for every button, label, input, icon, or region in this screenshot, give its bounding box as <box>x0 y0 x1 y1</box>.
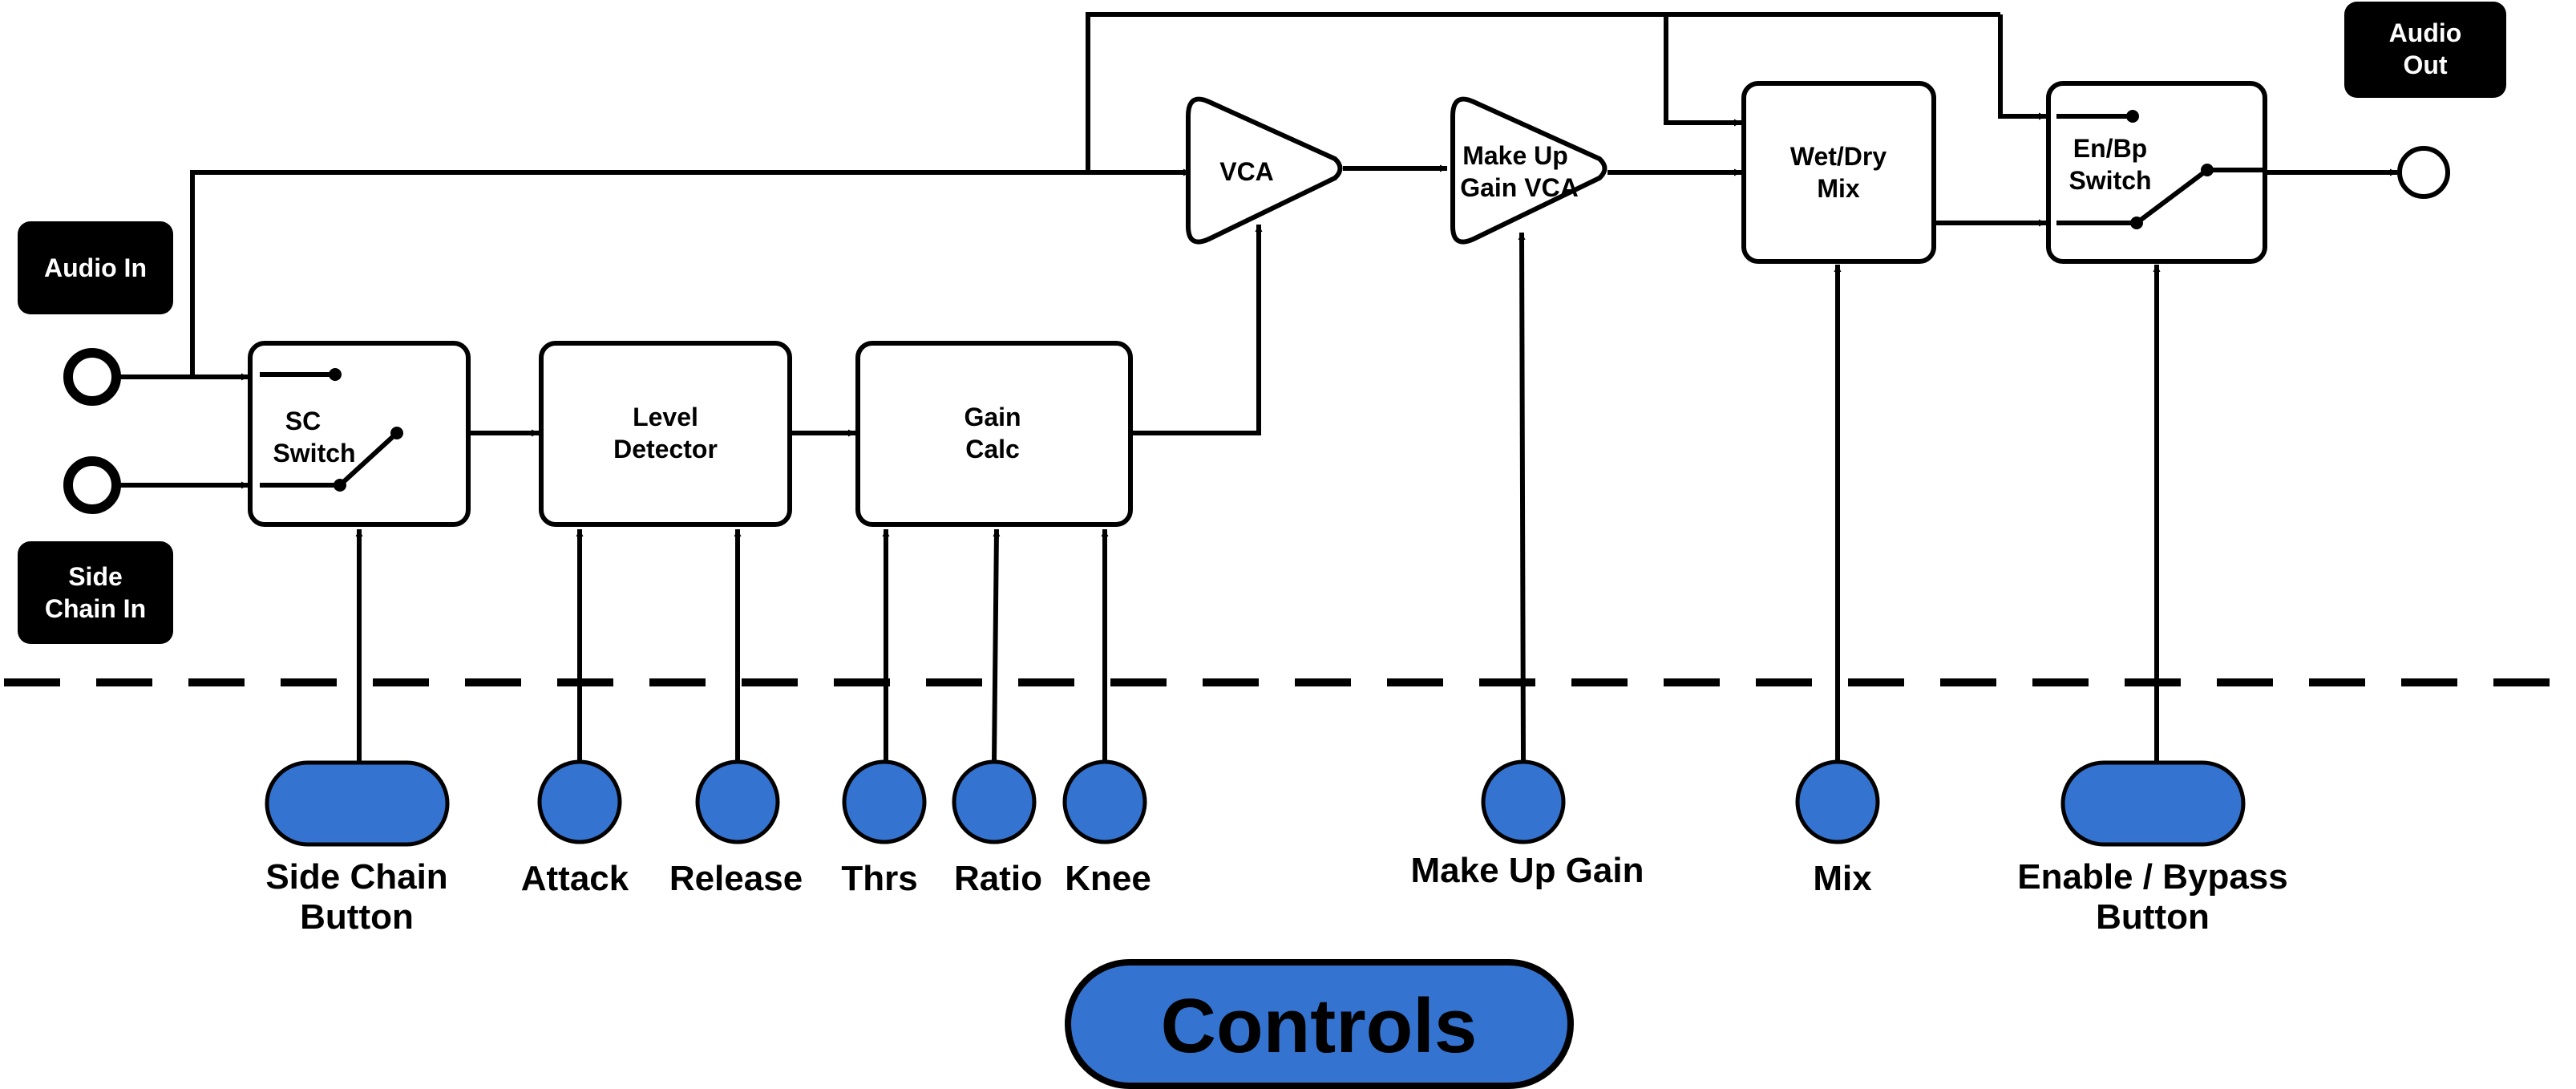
side-chain-in-label-line2: Chain In <box>45 594 146 623</box>
control-wires <box>355 232 2161 763</box>
side-chain-in-label-line1: Side <box>68 562 123 591</box>
side-chain-button-label-line2: Button <box>300 897 414 937</box>
audio-out-jack <box>2397 146 2450 199</box>
wire-dry-to-enbp <box>1998 14 2046 120</box>
makeup-vca-label-line1: Make Up <box>1462 141 1568 170</box>
audio-in-badge: Audio In <box>18 221 173 314</box>
wire-dry-bus <box>1086 12 2000 172</box>
makeup-vca-label-line2: Gain VCA <box>1460 173 1579 202</box>
ratio-label: Ratio <box>954 859 1042 898</box>
make-up-gain-knob[interactable] <box>1481 759 1566 844</box>
ratio-knob[interactable] <box>952 759 1037 844</box>
enbp-label-line2: Switch <box>2068 166 2151 195</box>
wet-dry-mix-block: Wet/Dry Mix <box>1741 81 1936 264</box>
mix-knob[interactable] <box>1795 759 1880 844</box>
release-label: Release <box>669 859 803 898</box>
mix-label: Mix <box>1813 859 1872 898</box>
wire-makeup-gain <box>1518 232 1526 763</box>
enbp-label-line1: En/Bp <box>2073 134 2147 163</box>
sc-switch-label-line2: Switch <box>273 439 355 468</box>
audio-in-jack <box>63 348 121 406</box>
makeup-gain-vca-block: Make Up Gain VCA <box>1450 96 1607 245</box>
controls-legend-pill: Controls <box>1065 959 1574 1089</box>
vca-block: VCA <box>1186 96 1343 245</box>
sc-switch-lever <box>260 431 399 488</box>
side-chain-in-jack <box>63 456 121 514</box>
attack-label: Attack <box>521 859 629 898</box>
controls-legend-label: Controls <box>1161 983 1478 1069</box>
wet-dry-label-line2: Mix <box>1817 174 1860 203</box>
side-chain-in-badge: Side Chain In <box>18 541 173 644</box>
gain-calc-block: Gain Calc <box>855 341 1133 527</box>
side-chain-button-label-line1: Side Chain <box>265 857 447 897</box>
wet-dry-label-line1: Wet/Dry <box>1790 142 1887 171</box>
enable-bypass-label-line1: Enable / Bypass <box>2017 857 2287 897</box>
wire-audio-trunk-to-vca <box>190 168 1191 377</box>
audio-out-badge: Audio Out <box>2344 2 2506 98</box>
release-knob[interactable] <box>695 759 780 844</box>
enable-bypass-label-line2: Button <box>2096 897 2210 937</box>
wire-gain-to-vca <box>1130 225 1263 435</box>
side-chain-button[interactable] <box>265 760 450 847</box>
gain-calc-label-line1: Gain <box>964 403 1021 431</box>
sc-switch-label-line1: SC <box>285 407 321 435</box>
thrs-label: Thrs <box>841 859 917 898</box>
thrs-knob[interactable] <box>842 759 927 844</box>
enable-bypass-switch-block: En/Bp Switch <box>2046 81 2267 264</box>
knee-label: Knee <box>1065 859 1151 898</box>
enable-bypass-button[interactable] <box>2060 760 2246 847</box>
sc-switch-block: SC Switch <box>248 341 471 527</box>
wire-dry-to-mix <box>1664 14 1741 127</box>
vca-label: VCA <box>1219 157 1274 186</box>
make-up-gain-label: Make Up Gain <box>1411 851 1644 890</box>
attack-knob[interactable] <box>537 759 622 844</box>
wire-ratio <box>992 528 1001 763</box>
level-detector-block: Level Detector <box>539 341 792 527</box>
signal-wires <box>116 12 2397 489</box>
knee-knob[interactable] <box>1062 759 1147 844</box>
level-detector-label-line1: Level <box>633 403 698 431</box>
audio-out-label-line1: Audio <box>2389 18 2462 47</box>
level-detector-label-line2: Detector <box>613 435 718 464</box>
audio-in-label: Audio In <box>44 253 147 282</box>
enbp-lever <box>2056 168 2265 225</box>
audio-out-label-line2: Out <box>2403 51 2447 79</box>
gain-calc-label-line2: Calc <box>965 435 1020 464</box>
